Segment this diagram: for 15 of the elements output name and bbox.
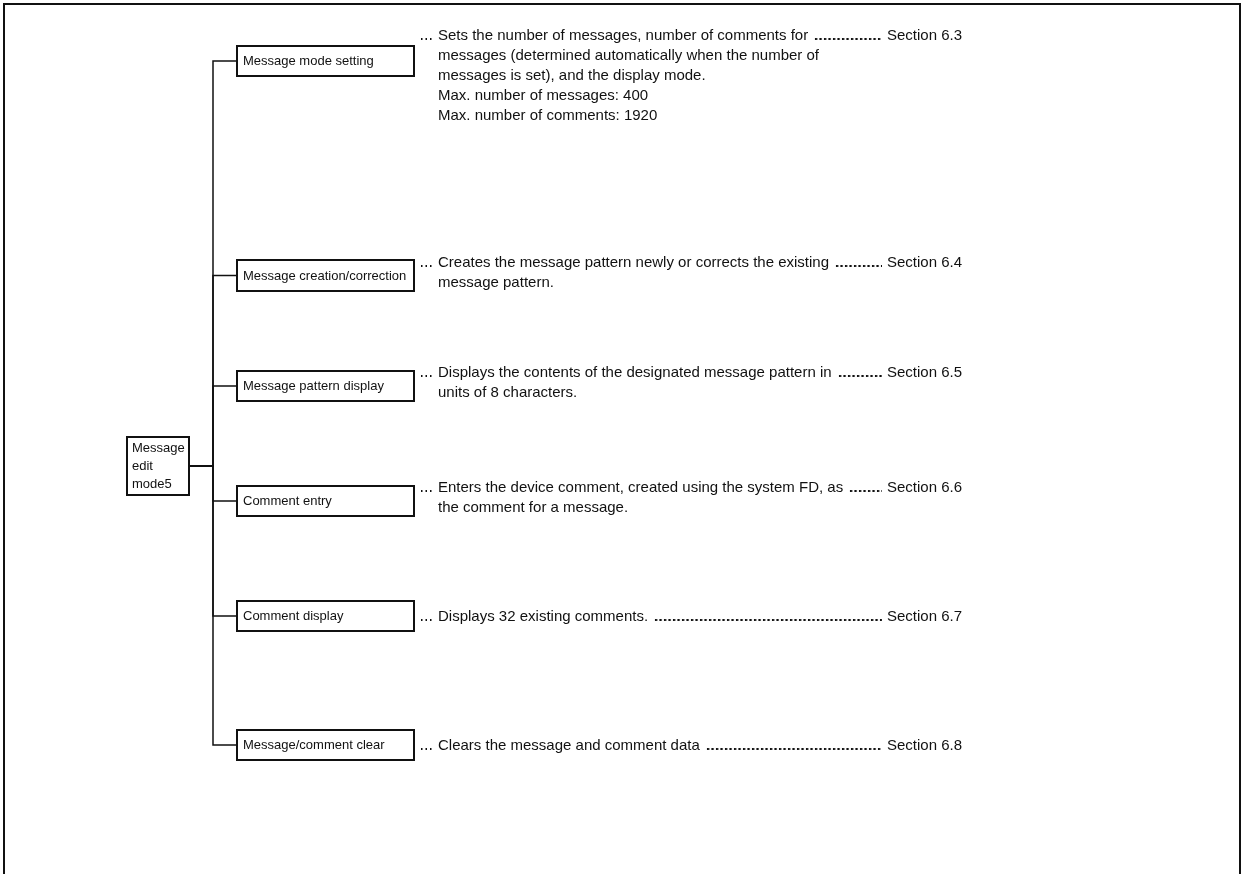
description-text: Displays 32 existing comments. xyxy=(438,606,650,626)
process-box: Message edit mode5 xyxy=(126,436,190,496)
process-box: Comment entry xyxy=(236,485,415,517)
description-text: Clears the message and comment data xyxy=(438,735,701,755)
description-text: Enters the device comment, created using the system FD, as the comment for a message. xyxy=(438,477,845,517)
process-box: Message pattern display xyxy=(236,370,415,402)
description-text: Creates the message pattern newly or corrects the existing message pattern. xyxy=(438,252,831,292)
process-box: Message mode setting xyxy=(236,45,415,77)
process-box: Comment display xyxy=(236,600,415,632)
description-text: Max. number of messages: 400 xyxy=(438,85,650,105)
tree-connector xyxy=(189,465,237,746)
process-box: Message/comment clear xyxy=(236,729,415,761)
description-text: Max. number of comments: 1920 xyxy=(438,105,659,125)
description-text: Displays the contents of the designated message pattern in units of 8 characters. xyxy=(438,362,833,402)
process-box: Message creation/correction xyxy=(236,259,415,292)
